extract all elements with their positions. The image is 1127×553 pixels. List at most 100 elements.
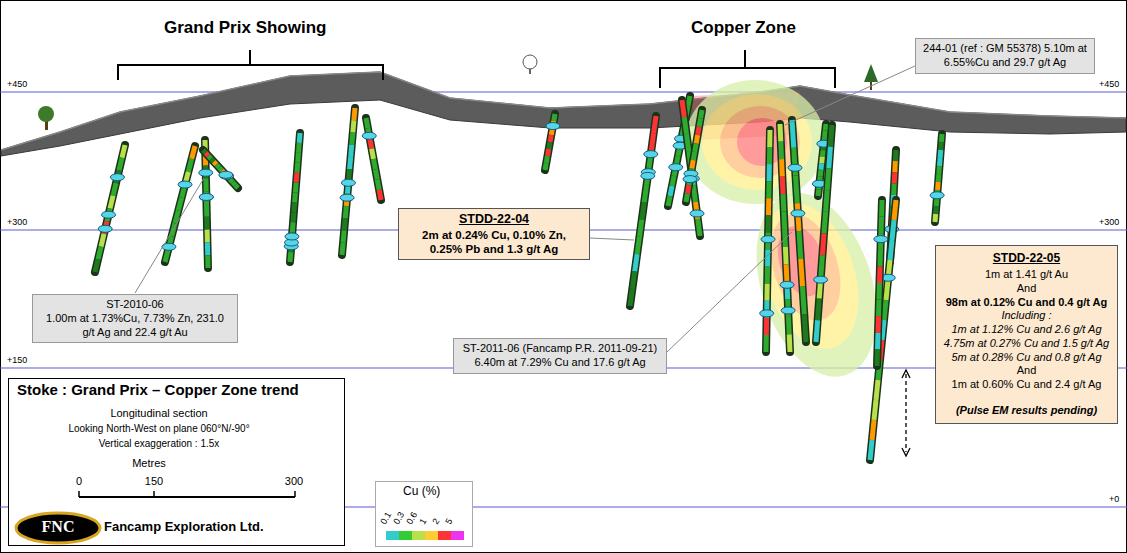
callout-text: Including : [941,309,1112,323]
assay-segment [779,159,785,177]
assay-segment [818,299,820,321]
callout-text: (Pulse EM results pending) [941,404,1112,418]
drill-hole-casing [792,120,806,342]
assay-segment [698,219,700,236]
elevation-lines [0,92,1127,507]
elevation-label: +0 [1108,494,1120,504]
assay-segment [296,143,302,153]
assay-segment [670,186,672,196]
assay-callout: ST-2010-061.00m at 1.73%Cu, 7.73% Zn, 23… [32,294,238,343]
drill-hole-casing [816,125,832,342]
callout-text: 1m at 1.12% Cu and 2.6 g/t Ag [941,323,1112,337]
assay-segment [350,157,351,169]
assay-segment [830,125,832,147]
elevation-label: +300 [6,217,28,227]
assay-segment [936,174,942,182]
callout-heading: STDD-22-04 [405,212,583,228]
info-text: 300 [274,475,314,489]
drill-hole-casing [630,116,656,306]
info-panel: Stoke : Grand Prix – Copper Zone trendLo… [8,378,345,546]
assay-callout: STDD-22-051m at 1.41 g/t AuAnd98m at 0.1… [935,245,1118,424]
info-text: Metres [9,457,289,471]
callout-text: 1m at 1.41 g/t Au [941,268,1112,282]
assay-segment [205,242,210,255]
info-text: 150 [134,475,174,489]
assay-segment [786,317,792,335]
assay-segment [295,153,301,163]
assay-segment [699,118,700,126]
assay-segment [764,335,769,352]
assay-ring [341,179,355,186]
assay-ring [930,192,944,199]
assay-segment [205,255,210,268]
assay-segment [344,218,345,230]
assay-ring [362,132,376,139]
callout-heading: ST-2011-06 (Fancamp P.R. 2011-09-21) 6.4… [460,342,660,370]
elevation-label: +150 [6,355,28,365]
assay-segment [554,114,555,121]
assay-segment [214,162,217,165]
assay-segment [188,159,191,172]
assay-ring [683,176,697,183]
legend-swatch [451,531,464,540]
assay-ring [644,151,658,158]
assay-segment [823,124,829,131]
assay-segment [235,185,238,188]
assay-segment [113,183,116,196]
drill-hole-casing [877,200,882,366]
assay-segment [870,440,872,460]
assay-segment [686,194,687,202]
assay-segment [801,259,803,287]
callout-text: 4.75m at 0.27% Cu and 1.5 g/t Ag [941,337,1112,351]
assay-segment [783,247,789,265]
assay-ring [788,164,802,171]
zone-brackets [118,50,835,88]
assay-ring [690,210,704,217]
assay-segment [829,147,831,169]
assay-segment [892,172,898,183]
terrain-surface [1,72,1126,150]
assay-ring [340,194,354,201]
assay-segment [821,255,823,277]
assay-segment [684,117,686,134]
assay-segment [892,220,894,240]
assay-segment [787,334,793,352]
assay-segment [876,380,878,400]
assay-segment [764,318,769,335]
assay-segment [98,247,101,260]
info-text: Looking North-West on plane 060°N/-90° [9,423,309,436]
assay-segment [818,163,824,170]
assay-segment [937,158,943,166]
callout-text: 1m at 0.60% Cu and 2.4 g/t Ag [941,378,1112,392]
assay-segment [938,142,944,150]
assay-segment [211,159,214,162]
drill-hole-casing [95,145,125,272]
assay-segment [205,230,210,243]
assay-segment [818,170,824,177]
assay-segment [820,150,826,157]
assay-segment [550,135,551,142]
assay-segment [780,177,786,195]
assay-segment [877,266,883,283]
assay-segment [635,254,637,271]
assay-ring [546,123,560,130]
assay-segment [688,96,690,106]
assay-ring [199,194,213,201]
assay-segment [291,202,297,212]
assay-ring [669,164,683,171]
drill-hole-casing [203,150,238,188]
assay-segment [765,250,770,267]
assay-ring [780,281,794,288]
assay-segment [894,200,896,220]
assay-segment [764,284,769,301]
assay-segment [230,179,233,182]
assay-segment [872,420,874,440]
legend-title: Cu (%) [402,484,441,498]
drill-hole-casing [342,108,355,255]
assay-segment [192,146,195,159]
elevation-label: +450 [1098,79,1120,89]
terrain-band [1,72,1126,156]
assay-segment [816,189,822,196]
callout-text: And [941,364,1112,378]
assay-ring [791,210,805,217]
